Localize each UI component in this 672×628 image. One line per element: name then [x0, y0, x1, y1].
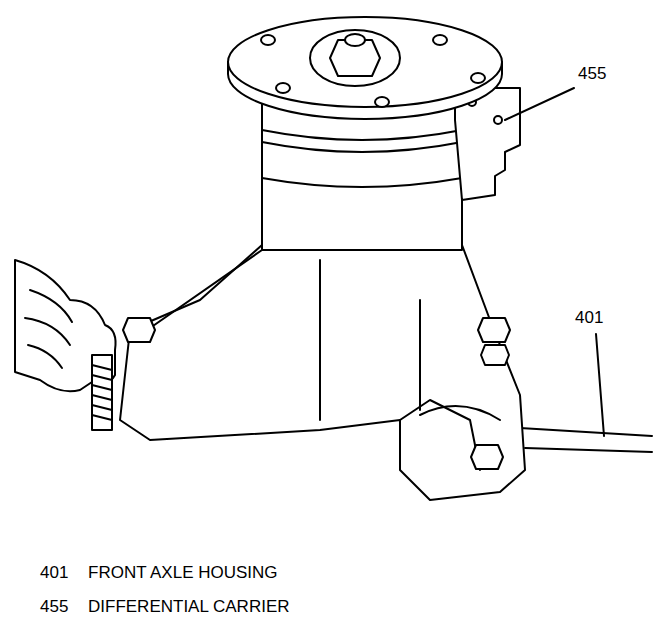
bolt-hole	[471, 73, 485, 83]
housing-edges	[420, 406, 500, 420]
callout-number: 401	[575, 308, 603, 328]
callout-number: 455	[40, 597, 68, 617]
part-name: FRONT AXLE HOUSING	[88, 563, 278, 583]
pinion-end	[345, 34, 365, 46]
leader-line	[505, 88, 574, 120]
callout-number: 401	[40, 563, 68, 583]
bolt-hole	[433, 35, 447, 45]
bolt-hole	[375, 97, 389, 107]
housing-edges	[140, 250, 480, 470]
part-name: DIFFERENTIAL CARRIER	[88, 597, 290, 617]
bolt-thread	[92, 365, 112, 420]
leader-line	[596, 334, 604, 436]
bolt-hole	[276, 83, 290, 93]
bolt-shank	[92, 355, 112, 430]
pinion-flange	[310, 30, 400, 86]
bolt-head	[481, 345, 509, 365]
hand-fingers	[25, 290, 72, 368]
bolt-head	[478, 318, 510, 342]
carrier-ring	[262, 130, 462, 187]
bolt-hole	[494, 116, 502, 124]
bolt-head	[123, 318, 155, 342]
bolt-head	[471, 445, 503, 469]
bolt-hole	[261, 35, 275, 45]
callout-number: 455	[578, 64, 606, 84]
carrier-flange	[228, 17, 502, 107]
carrier-body	[262, 100, 462, 250]
axle-tube	[520, 428, 652, 452]
axle-housing	[120, 245, 525, 500]
